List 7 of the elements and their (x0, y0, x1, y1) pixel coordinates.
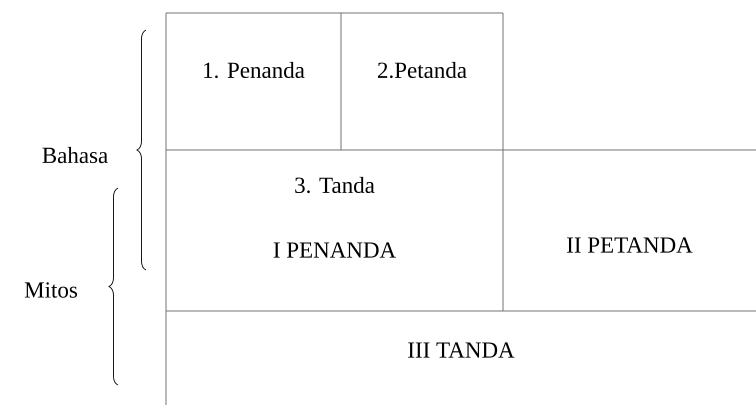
table-cell: II PETANDA (502, 150, 756, 312)
brace-label: Bahasa (42, 146, 108, 164)
table-cell: 2.Petanda (340, 12, 504, 150)
table-cell: III TANDA (166, 310, 756, 405)
table-cell: 1. Penanda (166, 12, 342, 150)
table-cell: 3. Tanda I PENANDA (166, 150, 504, 312)
brace-label: Mitos (24, 282, 78, 298)
